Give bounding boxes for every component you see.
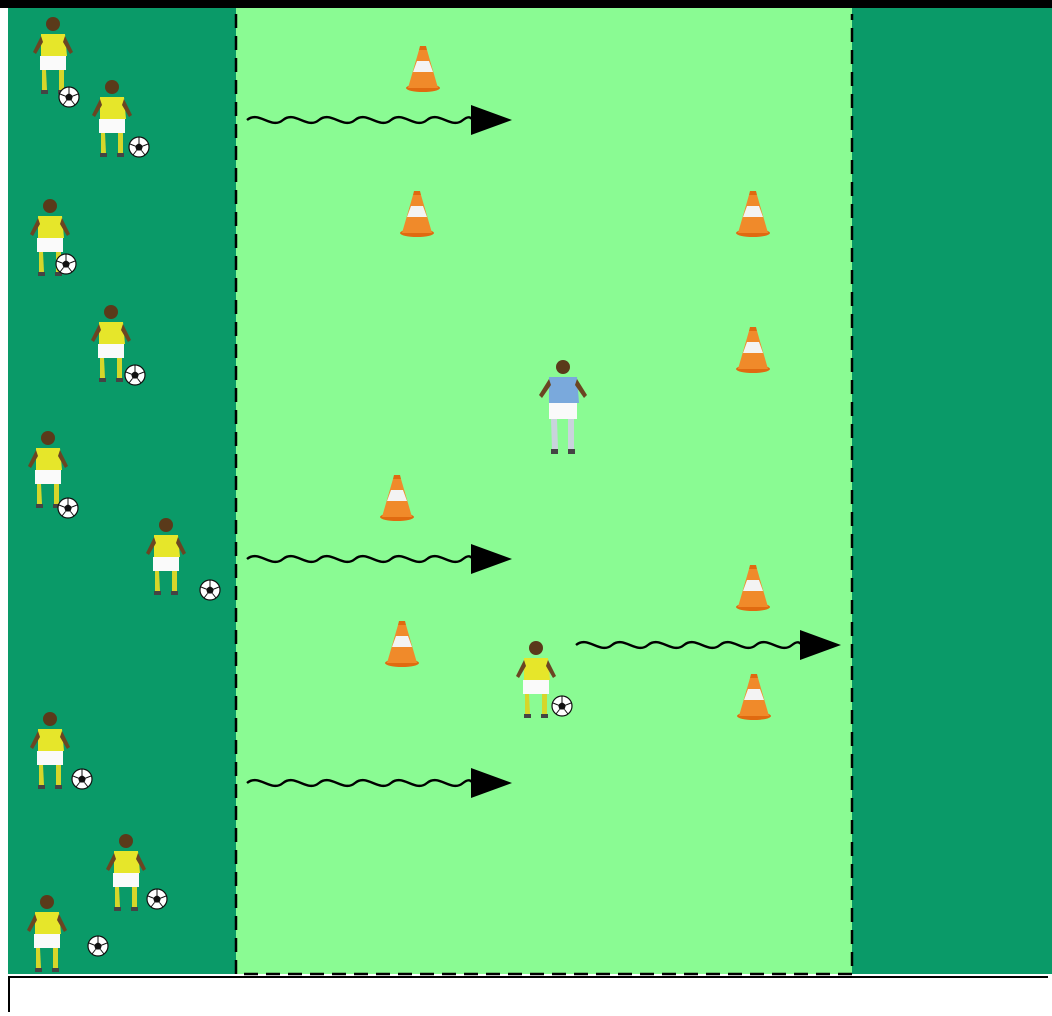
ball-icon	[125, 365, 145, 385]
ball-icon	[72, 769, 92, 789]
ball-icon	[88, 936, 108, 956]
caption-box	[8, 976, 1048, 1012]
ball-icon	[129, 137, 149, 157]
ball-icon	[552, 696, 572, 716]
outer-field-right	[852, 8, 1052, 974]
ball-icon	[59, 87, 79, 107]
ball-icon	[147, 889, 167, 909]
ball-icon	[56, 254, 76, 274]
drill-area	[236, 8, 852, 974]
ball-icon	[58, 498, 78, 518]
ball-icon	[200, 580, 220, 600]
